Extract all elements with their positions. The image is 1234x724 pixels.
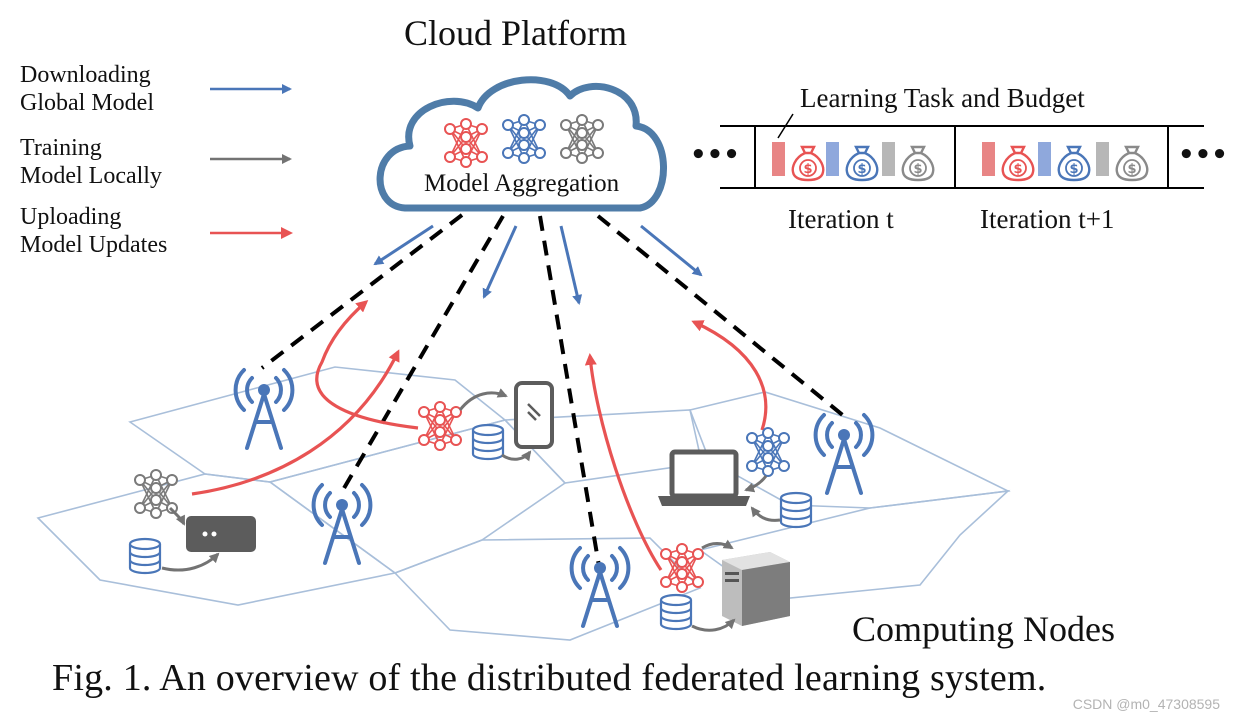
legend-train-line1: Training <box>20 135 102 161</box>
antenna-tower-icon <box>311 483 373 565</box>
budget-bar-blue <box>1038 142 1051 176</box>
legend-train: Training Model Locally <box>20 134 162 190</box>
money-bag-icon <box>1115 145 1149 182</box>
budget-timeline <box>720 113 1204 189</box>
watermark: CSDN @m0_47308595 <box>1072 696 1220 712</box>
legend-download-line2: Global Model <box>20 90 154 116</box>
antenna-tower-icon <box>569 546 631 628</box>
iteration-t1-label: Iteration t+1 <box>980 204 1115 234</box>
timeline-ellipsis-left: ••• <box>690 140 740 170</box>
legend-upload-line1: Uploading <box>20 204 122 230</box>
laptop-icon <box>658 449 750 506</box>
legend-download-line1: Downloading <box>20 62 151 88</box>
money-bag-icon <box>1001 145 1035 182</box>
model-aggregation-label: Model Aggregation <box>424 170 620 197</box>
database-icon <box>471 423 505 461</box>
antenna-tower-icon <box>813 413 875 495</box>
learning-task-budget-label: Learning Task and Budget <box>800 83 1085 113</box>
neural-network-icon <box>418 401 462 451</box>
legend-upload: Uploading Model Updates <box>20 203 167 259</box>
money-bag-icon <box>845 145 879 182</box>
upload-arrows <box>191 300 768 571</box>
database-icon <box>779 491 813 529</box>
money-bag-icon <box>791 145 825 182</box>
budget-bar-red <box>772 142 785 176</box>
timeline-ellipsis-right: ••• <box>1178 140 1228 170</box>
legend-download: Downloading Global Model <box>20 61 154 117</box>
download-arrows <box>373 224 703 305</box>
budget-bar-gray <box>1096 142 1109 176</box>
router-icon <box>186 516 256 552</box>
budget-bar-gray <box>882 142 895 176</box>
legend-upload-line2: Model Updates <box>20 232 168 258</box>
legend-train-line2: Model Locally <box>20 163 162 189</box>
budget-bar-blue <box>826 142 839 176</box>
neural-network-icon <box>746 427 790 477</box>
money-bag-icon <box>901 145 935 182</box>
server-icon <box>722 552 790 626</box>
cloud-platform-title: Cloud Platform <box>404 13 627 53</box>
money-bag-icon <box>1057 145 1091 182</box>
computing-nodes-label: Computing Nodes <box>852 609 1116 649</box>
antenna-tower-icon <box>233 368 295 450</box>
database-icon <box>128 537 162 575</box>
figure-caption: Fig. 1. An overview of the distributed f… <box>52 657 1047 699</box>
database-icon <box>659 593 693 631</box>
neural-network-icon <box>660 543 704 593</box>
budget-bar-red <box>982 142 995 176</box>
iteration-t-label: Iteration t <box>788 204 894 234</box>
dashed-links <box>260 213 847 573</box>
smartphone-icon <box>514 381 554 449</box>
